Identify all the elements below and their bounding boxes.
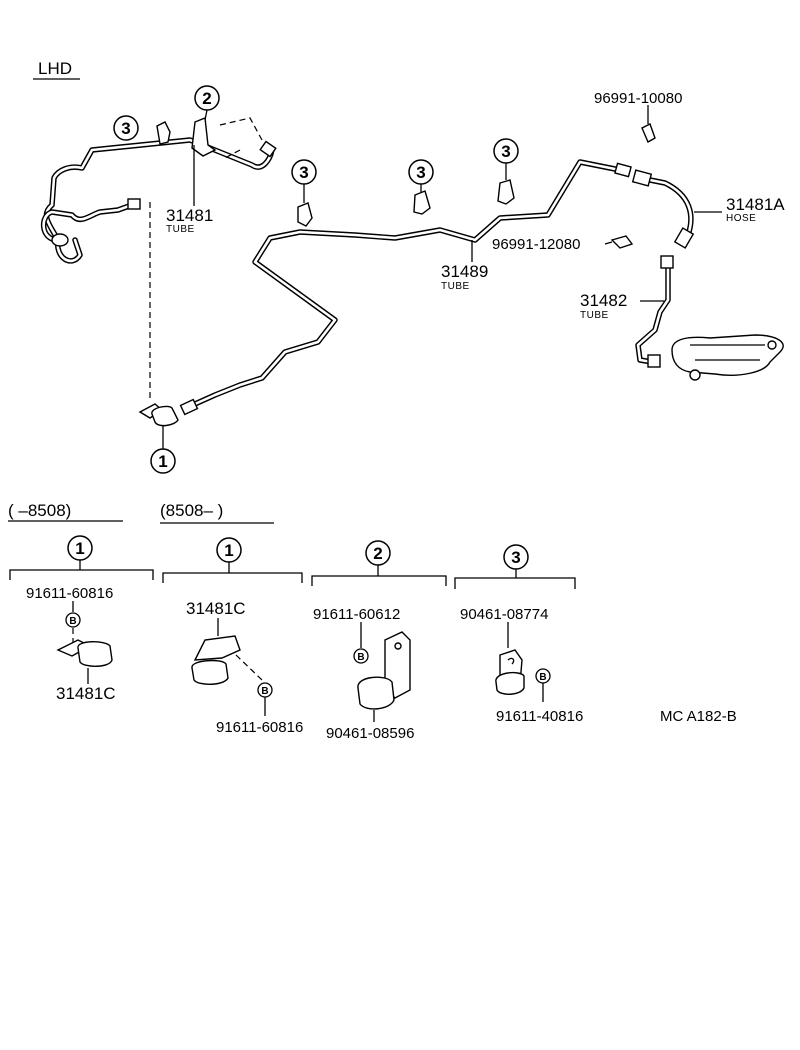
part-label-1b: 31481C [186, 599, 246, 618]
clamp-label-2: 90461-08596 [326, 725, 414, 742]
clamp-label-3: 90461-08774 [460, 606, 548, 623]
bolt-label-2: 91611-60612 [313, 606, 400, 623]
svg-text:3: 3 [416, 163, 425, 182]
label-96991-12080: 96991-12080 [492, 236, 580, 253]
svg-text:2: 2 [202, 89, 211, 108]
label-31481-sub: TUBE [166, 224, 195, 235]
svg-text:3: 3 [511, 548, 520, 567]
tube-fitting [647, 354, 661, 368]
label-31481A: 31481A [726, 195, 785, 214]
clip [497, 179, 515, 205]
svg-text:1: 1 [75, 539, 84, 558]
label-31489: 31489 [441, 262, 488, 281]
bolt-label-3: 91611-40816 [496, 708, 583, 725]
callout-3-a: 3 [113, 115, 139, 141]
clip [413, 190, 431, 215]
svg-text:B: B [357, 652, 364, 663]
bleeder [689, 369, 701, 381]
clip [297, 202, 313, 227]
hose-fitting [673, 227, 695, 249]
clips-upper [156, 117, 656, 249]
svg-text:B: B [261, 686, 268, 697]
svg-text:B: B [69, 616, 76, 627]
label-31482-sub: TUBE [580, 310, 609, 321]
label-31481A-sub: HOSE [726, 213, 756, 224]
tube-31489-main [179, 159, 632, 416]
bolt-label-1a: 91611-60816 [26, 585, 113, 602]
detail-group-1a: ( –8508) 1 91611-60816 B 31481C [8, 501, 154, 703]
svg-text:3: 3 [299, 163, 308, 182]
push-rod [767, 340, 777, 350]
tube-fitting [179, 398, 199, 416]
svg-text:B: B [539, 672, 546, 683]
tube-junction [51, 233, 69, 247]
variant-label: LHD [38, 59, 72, 78]
svg-text:3: 3 [121, 119, 130, 138]
tube-31481-left [41, 117, 277, 264]
tube-fitting [259, 140, 277, 158]
callout-2-a: 2 [194, 85, 220, 111]
callout-3-b: 3 [291, 159, 317, 185]
clip [191, 117, 217, 157]
range-label-1a: ( –8508) [8, 501, 71, 520]
clip-96991-12080 [610, 235, 634, 249]
detail-group-1b: (8508– ) 1 31481C B 91611-60816 [160, 501, 303, 736]
hose-31481A [631, 169, 695, 249]
svg-text:1: 1 [224, 541, 233, 560]
tube-fitting [127, 198, 141, 210]
clip [156, 121, 171, 145]
slave-cylinder [671, 334, 784, 381]
label-31482: 31482 [580, 291, 627, 310]
svg-text:1: 1 [158, 452, 167, 471]
callout-3-d: 3 [493, 138, 519, 164]
detail-group-3: 3 90461-08774 B 91611-40816 [454, 544, 583, 725]
label-96991-10080: 96991-10080 [594, 90, 682, 107]
svg-text:3: 3 [501, 142, 510, 161]
callout-3-c: 3 [408, 159, 434, 185]
bolt-label-1b: 91611-60816 [216, 719, 303, 736]
part-label-1a: 31481C [56, 684, 116, 703]
tube-fitting [614, 162, 632, 178]
label-31489-sub: TUBE [441, 281, 470, 292]
tube-fitting [660, 255, 674, 269]
hose-fitting [631, 169, 653, 187]
detail-group-2: 2 91611-60612 B 90461-08596 [311, 540, 447, 742]
callout-1-a: 1 [150, 448, 176, 474]
diagram-code: MC A182-B [660, 708, 737, 725]
range-label-1b: (8508– ) [160, 501, 223, 520]
tube-31482 [635, 255, 674, 368]
svg-text:2: 2 [373, 544, 382, 563]
clip-96991-10080 [641, 123, 656, 143]
label-31481: 31481 [166, 206, 213, 225]
bracket-31481C-upper [138, 202, 179, 427]
